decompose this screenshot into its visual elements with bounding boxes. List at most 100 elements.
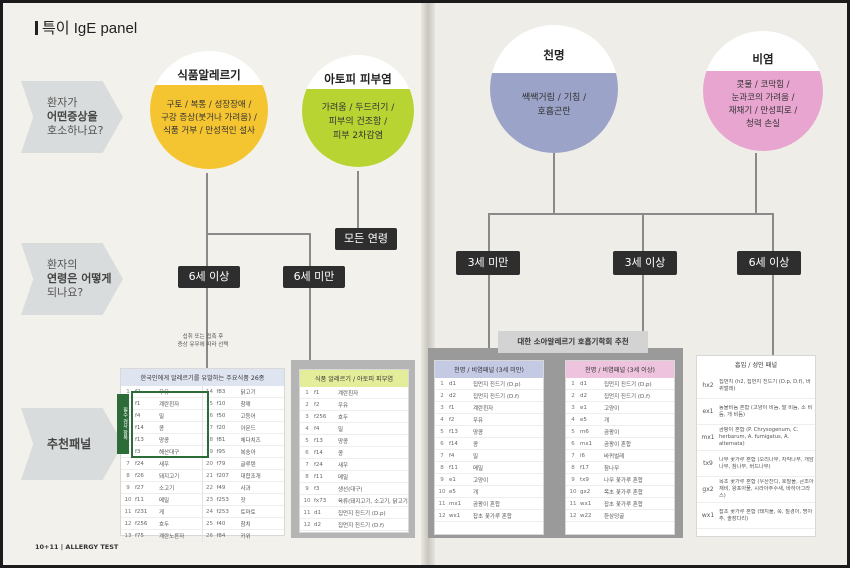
row-number: 11	[124, 508, 132, 515]
atopic-title: 아토피 피부염	[324, 72, 392, 86]
over6-left-badge: 6세 이상	[178, 266, 240, 288]
row-number: 20	[206, 460, 213, 467]
row-number: 6	[571, 440, 575, 447]
selection-note-line1: 섭취 또는 접촉 후	[182, 334, 224, 340]
recommend-box-label: 대한 소아알레르기 호흡기학회 추천	[498, 331, 648, 353]
under6-left-badge: 6세 미만	[283, 266, 345, 288]
over3-badge: 3세 이상	[613, 251, 677, 275]
allergen-code: f253	[216, 496, 229, 503]
allergen-name: 돼지고기	[159, 473, 180, 480]
row-number: 9	[126, 484, 130, 491]
allergen-name: 목초 꽃가루 혼합	[604, 489, 643, 496]
allergen-name: 땅콩	[473, 429, 484, 436]
allergen-name: 집먼지 진드기 (D.f)	[604, 393, 651, 400]
row-number: 11	[438, 500, 446, 507]
allergen-name: 글루텐	[240, 461, 256, 468]
allergen-name: 콩	[159, 425, 165, 432]
allergen-code: f40	[216, 520, 226, 527]
allergen-name: 잡초 꽃가루 혼합	[604, 501, 643, 508]
allergen-code: f1	[314, 389, 320, 396]
allergen-name: 곰팡이 혼합	[604, 441, 632, 448]
allergen-name: 우유	[473, 417, 484, 424]
allergen-name: 호두	[159, 521, 170, 528]
row-number: 18	[206, 436, 213, 443]
question-symptom-line2: 어떤증상을	[47, 110, 98, 123]
row-number: 3	[305, 413, 309, 420]
allergen-name: 콩	[338, 450, 344, 457]
allergen-name: 계란흰자	[473, 405, 494, 412]
food26-left-column: 1f2우유2f1계란흰자3f4밀4f14콩5f13땅콩6f3해산대구7f24새우…	[121, 386, 203, 542]
allergen-name: 새우	[159, 461, 170, 468]
row-number: 12	[569, 512, 577, 519]
row-number: 2	[571, 392, 575, 399]
row-number: 6	[440, 440, 444, 447]
allergen-name: 집먼지 진드기 (D.f)	[473, 393, 520, 400]
row-number: 3	[571, 404, 575, 411]
question-age-line2: 연령은 어떻게	[47, 272, 112, 285]
allergen-name: 사과	[240, 485, 251, 492]
allergen-code: f83	[216, 388, 226, 395]
allergen-name: 밀	[338, 426, 344, 433]
allergen-name: 곰팡이 혼합 (P. Chrysogenum, C. herbarum, A. …	[719, 427, 799, 447]
allergen-code: f3	[314, 485, 320, 492]
allergen-name: 닭고기	[240, 389, 256, 396]
row-number: 16	[206, 412, 213, 419]
row-number: 10	[303, 497, 311, 504]
allergen-name: 나무 꽃가루 혼합 (오리나무, 자작나무, 개암나무, 참나무, 버드나무)	[719, 456, 814, 470]
allergen-code: f253	[216, 508, 229, 515]
allergen-name: 밀	[473, 453, 479, 460]
allergen-code: f256	[314, 413, 327, 420]
row-number: 4	[571, 416, 575, 423]
row-number: 22	[206, 484, 213, 491]
allergen-code: f13	[314, 437, 323, 444]
under3-connector-line	[488, 213, 490, 363]
allergen-name: 대합조개	[240, 473, 261, 480]
row-number: 2	[440, 392, 444, 399]
question-symptom-line3: 호소하나요?	[47, 124, 104, 137]
row-number: 23	[206, 496, 213, 503]
title-bar-icon	[35, 21, 38, 35]
rhinitis-fill	[703, 71, 823, 151]
row-number: 12	[438, 512, 446, 519]
allergen-code: f49	[216, 484, 226, 491]
allergen-name: 집먼지 진드기 (D.p)	[473, 381, 521, 388]
allergen-code: tx9	[703, 460, 713, 467]
allergen-code: wx1	[449, 512, 461, 519]
under3-badge: 3세 미만	[456, 251, 520, 275]
rhinitis-connector-line	[755, 153, 757, 215]
asthma-connector-line	[553, 153, 555, 215]
row-number: 10	[124, 496, 132, 503]
allergen-name: 새우	[338, 462, 349, 469]
row-number: 2	[305, 401, 309, 408]
food26-table: 한국인에게 알레르기를 유발하는 주요식품 26종 1f2우유2f1계란흰자3f…	[120, 368, 285, 542]
food-allergy-circle: 식품알레르기 구토 / 복통 / 성장장애 / 구강 증상(붓거나 가려움) /…	[150, 51, 268, 169]
